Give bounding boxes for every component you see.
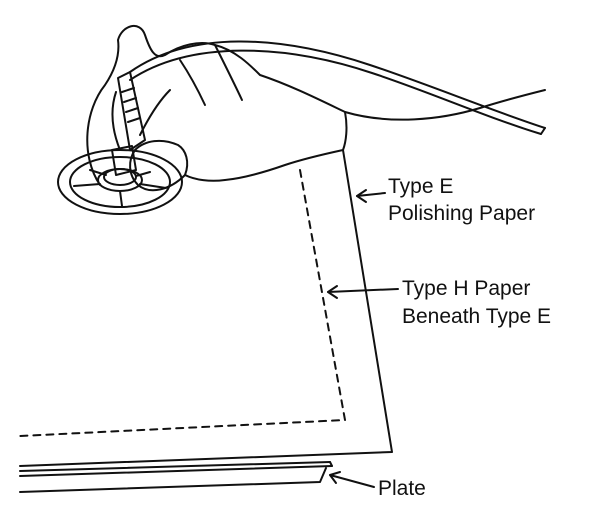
leader-arrows [327,189,399,488]
arrow-type-h [327,288,399,293]
type-e-label-line1: Type E [388,175,454,198]
plate-label: Plate [378,477,426,500]
type-h-label-line1: Type H Paper [402,277,531,300]
polishing-pad [57,149,183,215]
arrow-plate-head [329,471,341,484]
hand-with-electrode [86,25,546,192]
arrow-type-e-head [356,189,367,203]
arrow-type-h-head [327,285,338,299]
arrow-type-e [356,192,386,197]
type-h-paper-outline [19,169,346,437]
electrode-cable [129,40,546,135]
plate-layers [19,461,333,493]
type-h-label-line2: Beneath Type E [402,305,552,328]
type-e-label-line2: Polishing Paper [388,202,536,225]
arrow-plate [329,474,375,488]
type-e-paper-edge [19,149,393,467]
